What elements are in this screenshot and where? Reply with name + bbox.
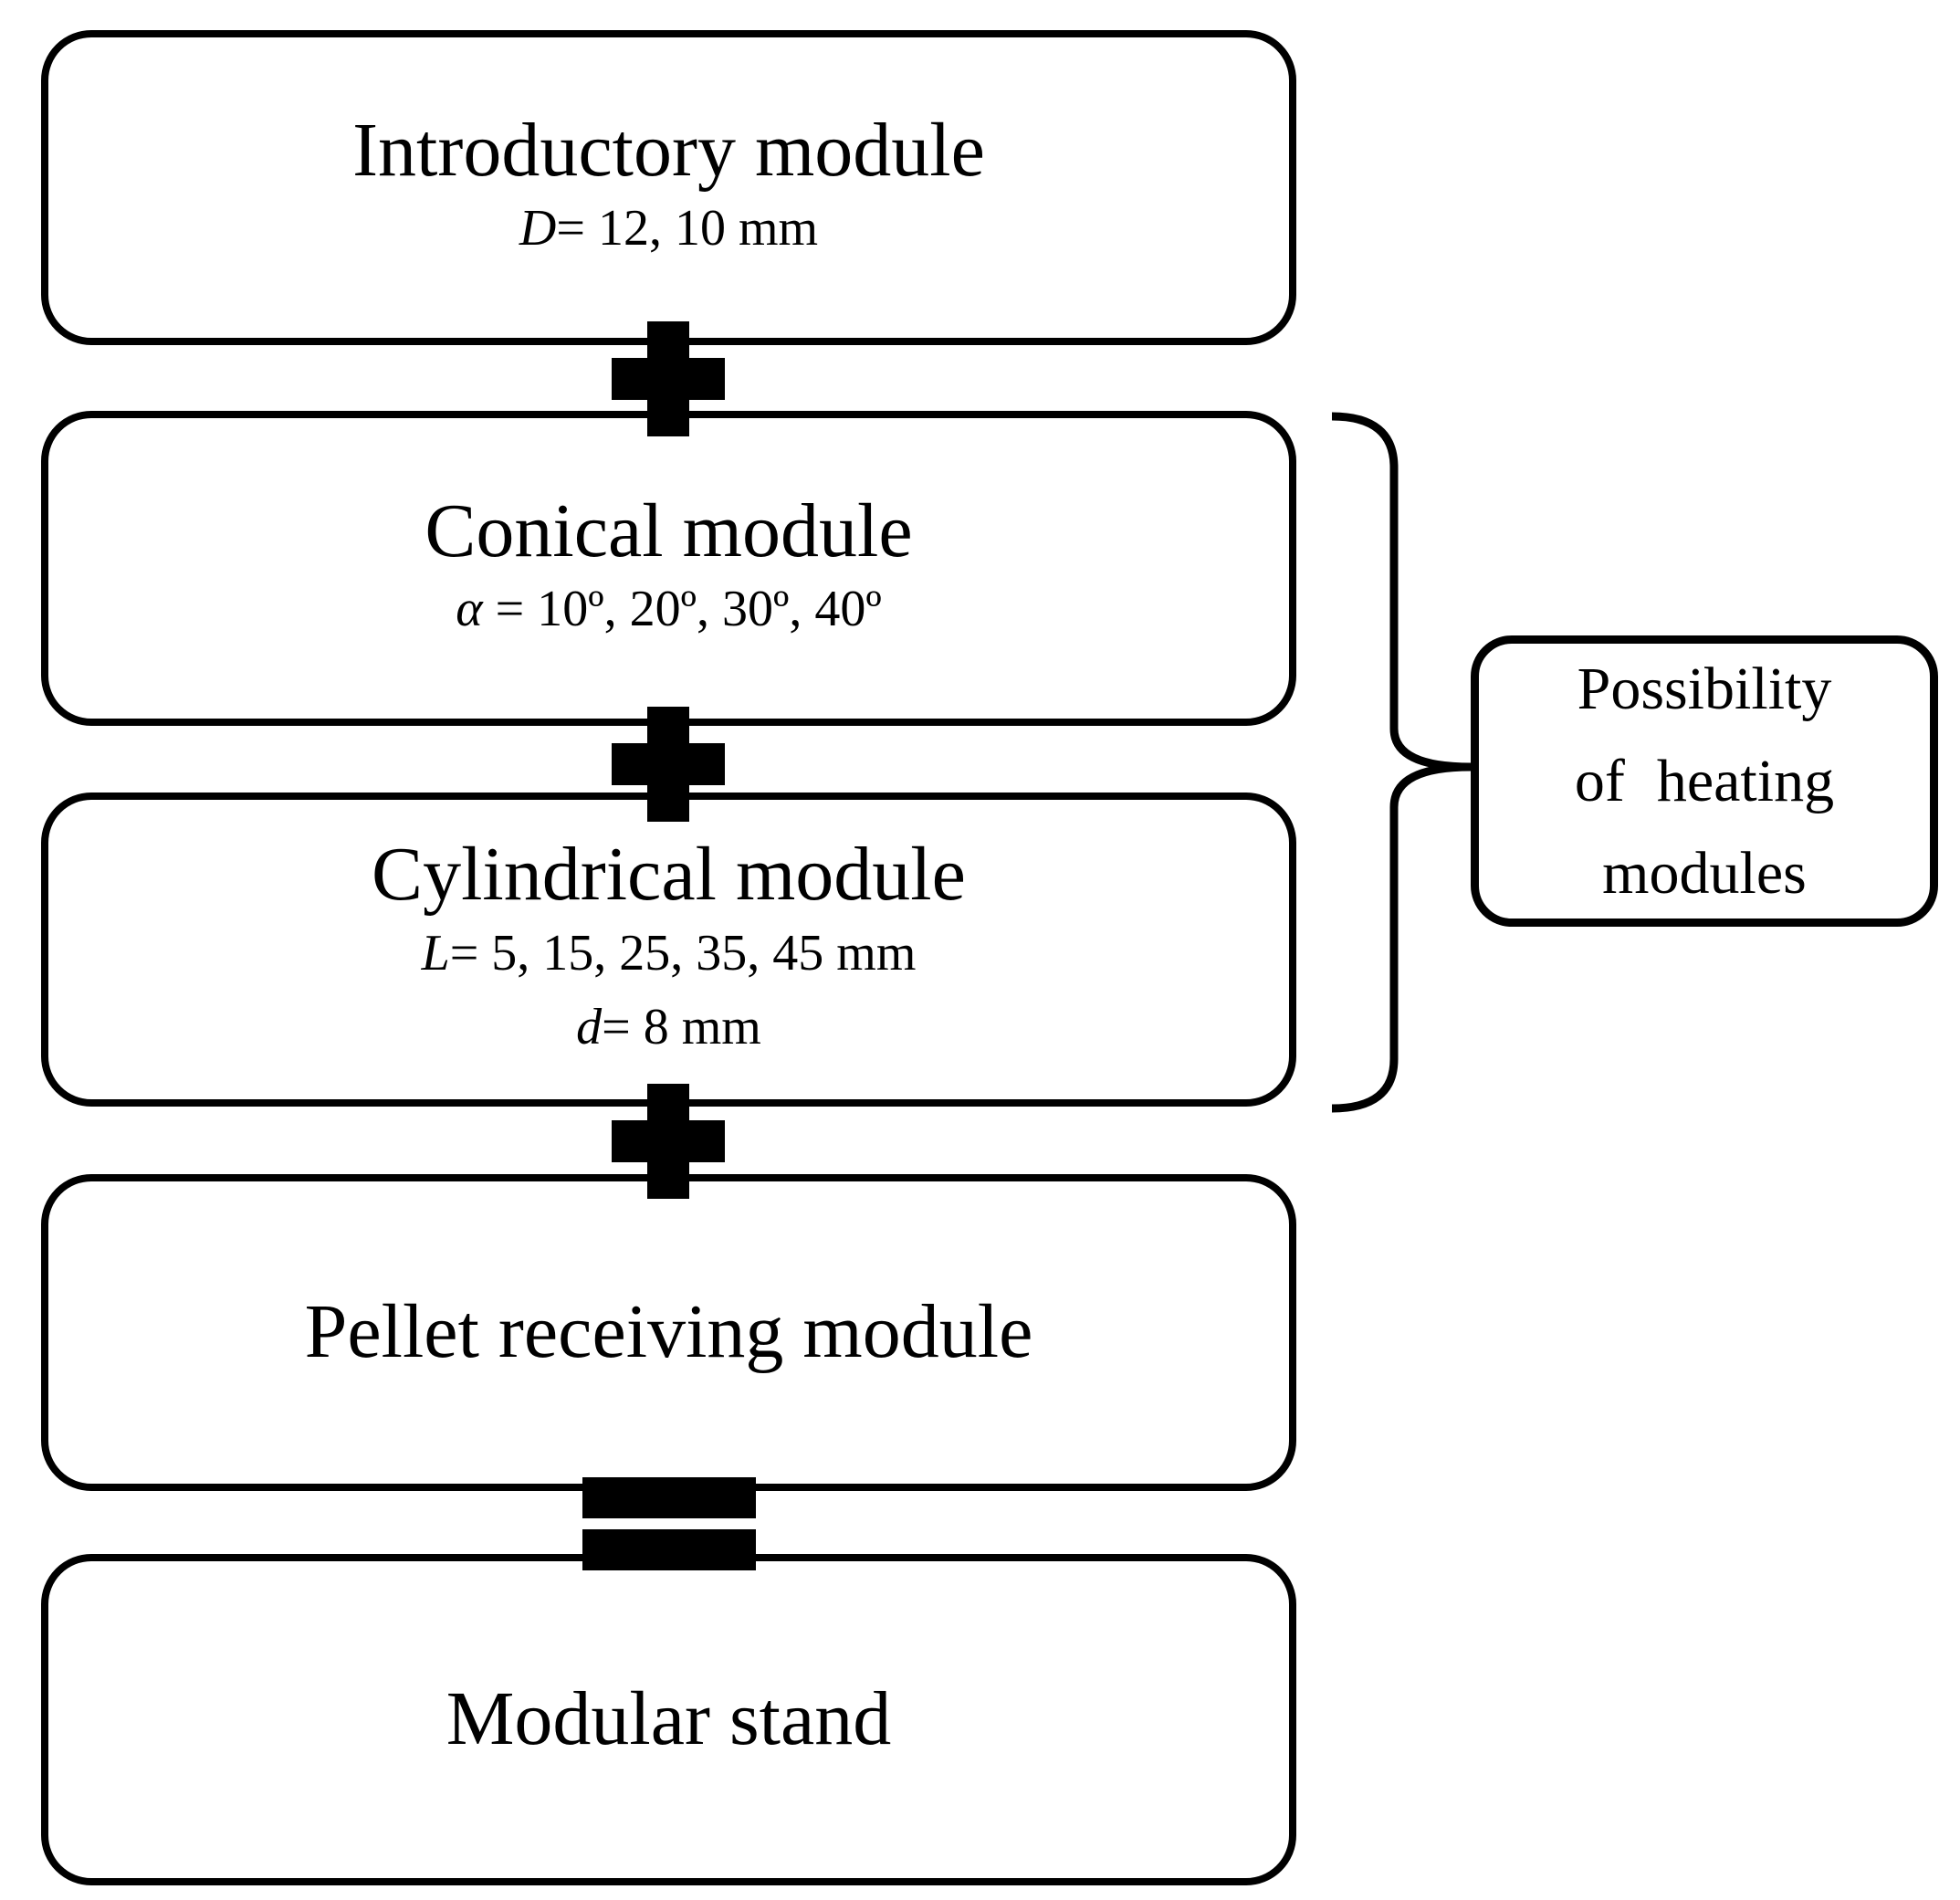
parameter-values: = 12, 10 mm — [556, 200, 819, 257]
node-title: Pellet receiving module — [304, 1289, 1033, 1375]
plus-horizontal-bar — [612, 1120, 725, 1162]
plus-horizontal-bar — [612, 358, 725, 400]
node-parameter: D= 12, 10 mm — [519, 192, 818, 266]
equals-bottom-bar — [582, 1529, 756, 1570]
node-parameter: L= 5, 15, 25, 35, 45 mm — [422, 917, 917, 991]
equals-connector-icon — [582, 1477, 756, 1570]
parameter-values: = 5, 15, 25, 35, 45 mm — [449, 925, 917, 982]
parameter-symbol: d — [576, 999, 603, 1056]
parameter-symbol: D — [519, 200, 557, 257]
note-line: of heating — [1574, 748, 1835, 814]
node-modular-stand: Modular stand — [41, 1554, 1296, 1885]
node-title: Introductory module — [352, 107, 985, 193]
node-pellet-receiving-module: Pellet receiving module — [41, 1174, 1296, 1491]
equals-top-bar — [582, 1477, 756, 1518]
parameter-symbol: α — [456, 581, 483, 638]
curly-brace-icon — [1331, 412, 1475, 1113]
node-title: Cylindrical module — [372, 832, 966, 918]
note-line: Possibility — [1577, 656, 1832, 722]
parameter-values: = 10º, 20º, 30º, 40º — [482, 581, 882, 638]
node-parameter: d= 8 mm — [576, 991, 761, 1065]
node-cylindrical-module: Cylindrical module L= 5, 15, 25, 35, 45 … — [41, 793, 1296, 1107]
node-conical-module: Conical module α = 10º, 20º, 30º, 40º — [41, 411, 1296, 726]
note-line: modules — [1602, 840, 1807, 907]
parameter-symbol: L — [421, 925, 450, 982]
parameter-values: = 8 mm — [602, 999, 761, 1056]
node-possibility-of-heating: Possibility of heating modules — [1471, 635, 1938, 927]
node-introductory-module: Introductory module D= 12, 10 mm — [41, 30, 1296, 345]
node-parameter: α = 10º, 20º, 30º, 40º — [456, 572, 881, 646]
node-title: Modular stand — [445, 1676, 892, 1762]
plus-horizontal-bar — [612, 743, 725, 785]
node-title: Conical module — [424, 488, 913, 573]
